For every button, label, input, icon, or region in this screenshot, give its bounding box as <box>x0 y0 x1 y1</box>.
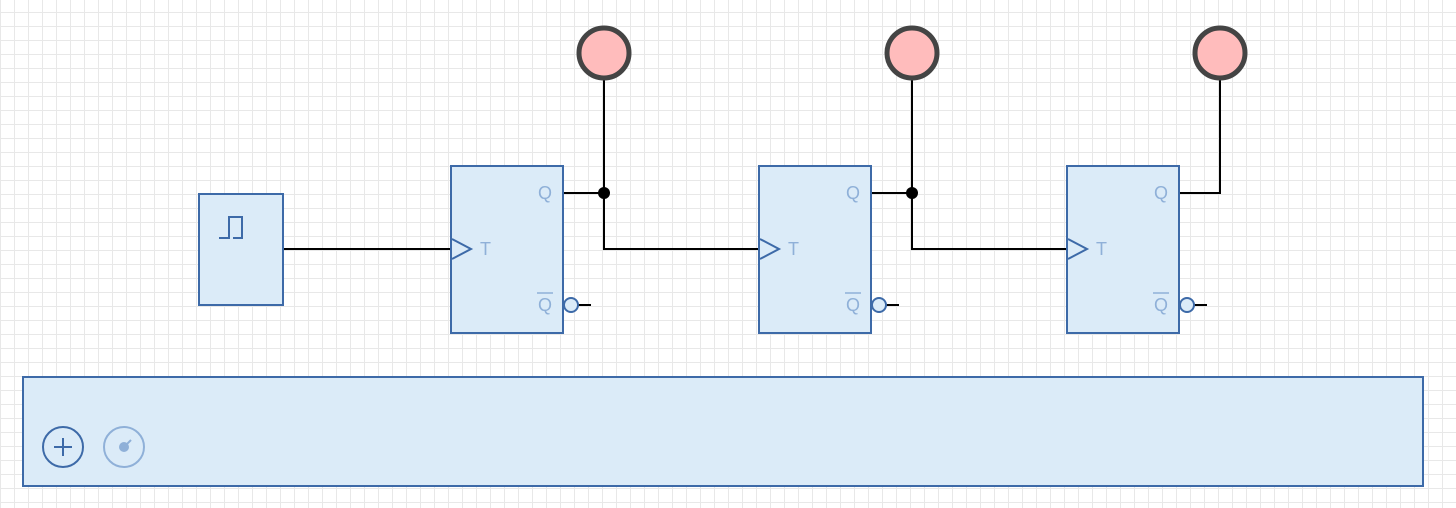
led-output[interactable] <box>1192 25 1248 81</box>
wire-tff2-to-tff3 <box>911 193 1068 250</box>
inverted-output-bubble <box>563 297 579 313</box>
add-signal-button[interactable] <box>42 426 84 468</box>
probe-icon <box>119 439 132 452</box>
t-flip-flop[interactable]: Q T Q <box>758 165 887 334</box>
clock-input-triangle <box>759 238 782 260</box>
clock-input-triangle <box>451 238 474 260</box>
pin-label-q: Q <box>846 183 860 203</box>
clock-input-triangle <box>1067 238 1090 260</box>
pin-label-t: T <box>480 239 491 259</box>
pin-label-q: Q <box>1154 183 1168 203</box>
probe-button[interactable] <box>103 426 145 468</box>
t-flip-flop[interactable]: Q T Q <box>450 165 579 334</box>
junction-dot <box>598 187 610 199</box>
t-flip-flop[interactable]: Q T Q <box>1066 165 1195 334</box>
pin-label-q-bar: Q <box>538 295 552 315</box>
pin-label-q-bar: Q <box>1154 295 1168 315</box>
junction-dot <box>906 187 918 199</box>
timing-panel <box>22 376 1424 487</box>
pin-label-q: Q <box>538 183 552 203</box>
inverted-output-bubble <box>1179 297 1195 313</box>
wire-tff1-to-tff2 <box>603 193 760 250</box>
wires <box>283 80 1221 306</box>
plus-circle-icon <box>54 438 72 456</box>
pin-label-t: T <box>788 239 799 259</box>
pin-label-q-bar: Q <box>846 295 860 315</box>
pin-label-t: T <box>1096 239 1107 259</box>
inverted-output-bubble <box>871 297 887 313</box>
led-output[interactable] <box>576 25 632 81</box>
led-output[interactable] <box>884 25 940 81</box>
clock-source[interactable] <box>198 193 284 306</box>
wire-tff3-to-led3 <box>1179 80 1221 194</box>
